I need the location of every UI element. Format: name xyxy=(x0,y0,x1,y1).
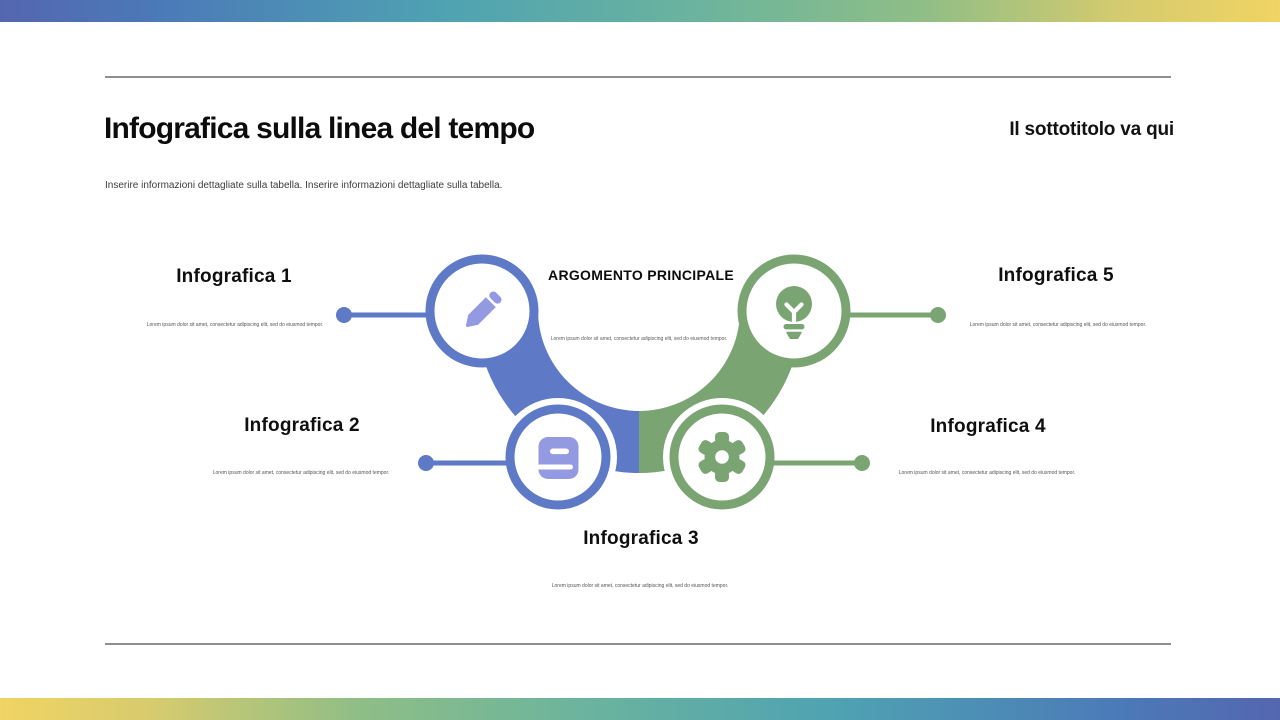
top-divider-line xyxy=(105,76,1171,78)
connector-dot-1 xyxy=(336,307,352,323)
item-3-description: Lorem ipsum dolor sit amet, consectetur … xyxy=(551,583,729,589)
page-subtitle: Il sottotitolo va qui xyxy=(1009,119,1174,140)
item-3-label: Infografica 3 xyxy=(583,528,699,549)
bottom-gradient-bar xyxy=(0,698,1280,720)
item-4-label: Infografica 4 xyxy=(930,416,1046,437)
item-5-description: Lorem ipsum dolor sit amet, consectetur … xyxy=(969,322,1147,328)
top-gradient-bar xyxy=(0,0,1280,22)
connector-dot-2 xyxy=(418,455,434,471)
item-2-description: Lorem ipsum dolor sit amet, consectetur … xyxy=(212,470,390,476)
connector-dot-4 xyxy=(854,455,870,471)
item-1-label: Infografica 1 xyxy=(176,266,292,287)
gear-icon xyxy=(698,432,746,482)
center-heading: ARGOMENTO PRINCIPALE xyxy=(548,267,734,283)
bottom-divider-line xyxy=(105,643,1171,645)
page-title: Infografica sulla linea del tempo xyxy=(104,112,535,145)
center-description: Lorem ipsum dolor sit amet, consectetur … xyxy=(550,336,728,342)
item-5-label: Infografica 5 xyxy=(998,265,1114,286)
page-description: Inserire informazioni dettagliate sulla … xyxy=(105,180,503,191)
item-2-label: Infografica 2 xyxy=(244,415,360,436)
book-icon xyxy=(537,437,579,479)
lightbulb-icon xyxy=(776,286,812,339)
pencil-icon xyxy=(466,291,502,327)
connector-dot-5 xyxy=(930,307,946,323)
item-4-description: Lorem ipsum dolor sit amet, consectetur … xyxy=(898,470,1076,476)
item-1-description: Lorem ipsum dolor sit amet, consectetur … xyxy=(146,322,324,328)
